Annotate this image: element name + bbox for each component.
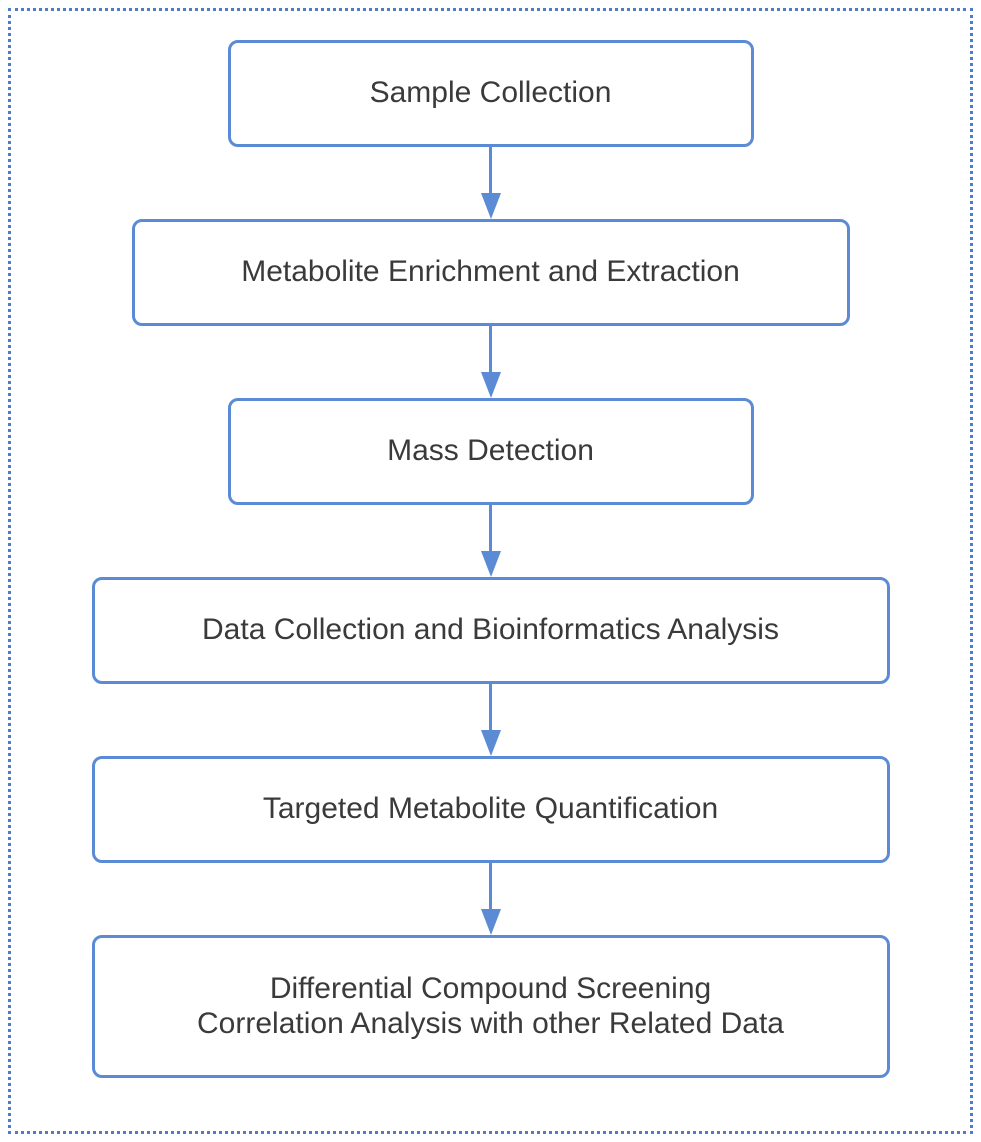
flow-step-label: Sample Collection — [369, 76, 612, 110]
arrow-down-icon — [480, 505, 501, 577]
arrow-shaft — [489, 863, 492, 909]
flow-step-label: Data Collection and Bioinformatics Analy… — [202, 613, 779, 647]
flow-step-differential-compound-screening: Differential Compound Screening Correlat… — [91, 935, 890, 1078]
arrow-shaft — [489, 147, 492, 193]
flow-step-mass-detection: Mass Detection — [227, 398, 754, 505]
arrow-shaft — [489, 326, 492, 372]
arrow-down-icon — [480, 863, 501, 935]
flow-step-targeted-metabolite-quantification: Targeted Metabolite Quantification — [91, 756, 890, 863]
flow-step-label: Metabolite Enrichment and Extraction — [241, 255, 740, 289]
flow-step-metabolite-enrichment-and-extraction: Metabolite Enrichment and Extraction — [131, 219, 850, 326]
flow-step-label: Differential Compound Screening Correlat… — [197, 972, 784, 1040]
arrow-head — [480, 909, 501, 935]
arrow-shaft — [489, 684, 492, 730]
arrow-down-icon — [480, 684, 501, 756]
arrow-head — [480, 193, 501, 219]
arrow-head — [480, 730, 501, 756]
flow-step-data-collection-and-bioinformatics-analysis: Data Collection and Bioinformatics Analy… — [91, 577, 890, 684]
arrow-head — [480, 372, 501, 398]
arrow-down-icon — [480, 147, 501, 219]
flow-step-label: Mass Detection — [387, 434, 594, 468]
flow-step-label: Targeted Metabolite Quantification — [262, 792, 719, 826]
arrow-head — [480, 551, 501, 577]
arrow-shaft — [489, 505, 492, 551]
flow-step-sample-collection: Sample Collection — [227, 40, 754, 147]
arrow-down-icon — [480, 326, 501, 398]
